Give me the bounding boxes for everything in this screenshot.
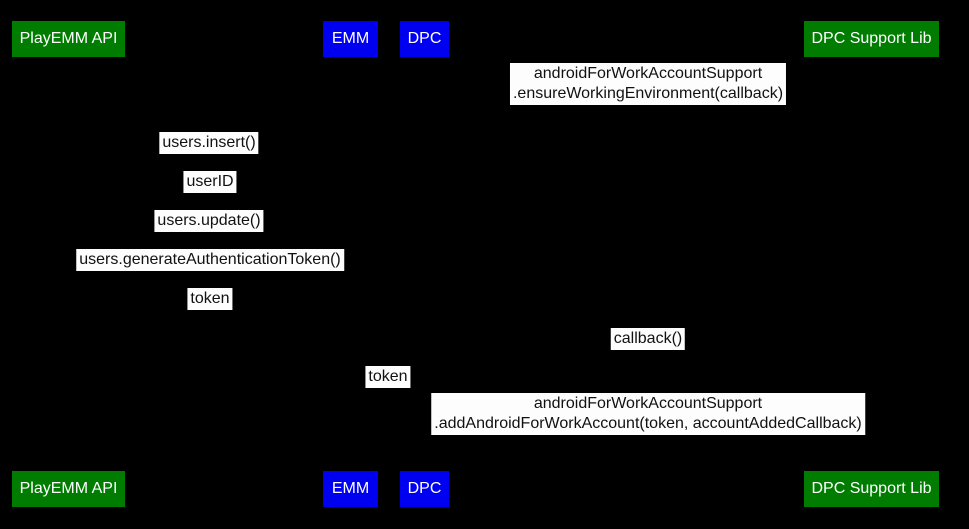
message-token-to-emm: token	[187, 288, 233, 310]
actor-playemm-api-top: PlayEMM API	[12, 21, 125, 57]
message-callback: callback()	[610, 328, 686, 350]
message-generate-authentication-token: users.generateAuthenticationToken()	[76, 249, 344, 271]
message-add-android-for-work-account: androidForWorkAccountSupport .addAndroid…	[431, 393, 865, 435]
actor-dpc-bottom: DPC	[400, 471, 449, 507]
actor-dpc-support-lib-top: DPC Support Lib	[804, 21, 939, 57]
message-users-insert: users.insert()	[159, 132, 259, 154]
message-ensure-working-environment: androidForWorkAccountSupport .ensureWork…	[509, 63, 787, 105]
message-userid: userID	[183, 171, 237, 193]
message-users-update: users.update()	[154, 210, 264, 232]
actor-emm-bottom: EMM	[323, 471, 378, 507]
actor-dpc-support-lib-bottom: DPC Support Lib	[804, 471, 939, 507]
message-token-to-dpc: token	[365, 366, 411, 388]
actor-emm-top: EMM	[323, 21, 378, 57]
actor-dpc-top: DPC	[400, 21, 449, 57]
actor-playemm-api-bottom: PlayEMM API	[12, 471, 125, 507]
